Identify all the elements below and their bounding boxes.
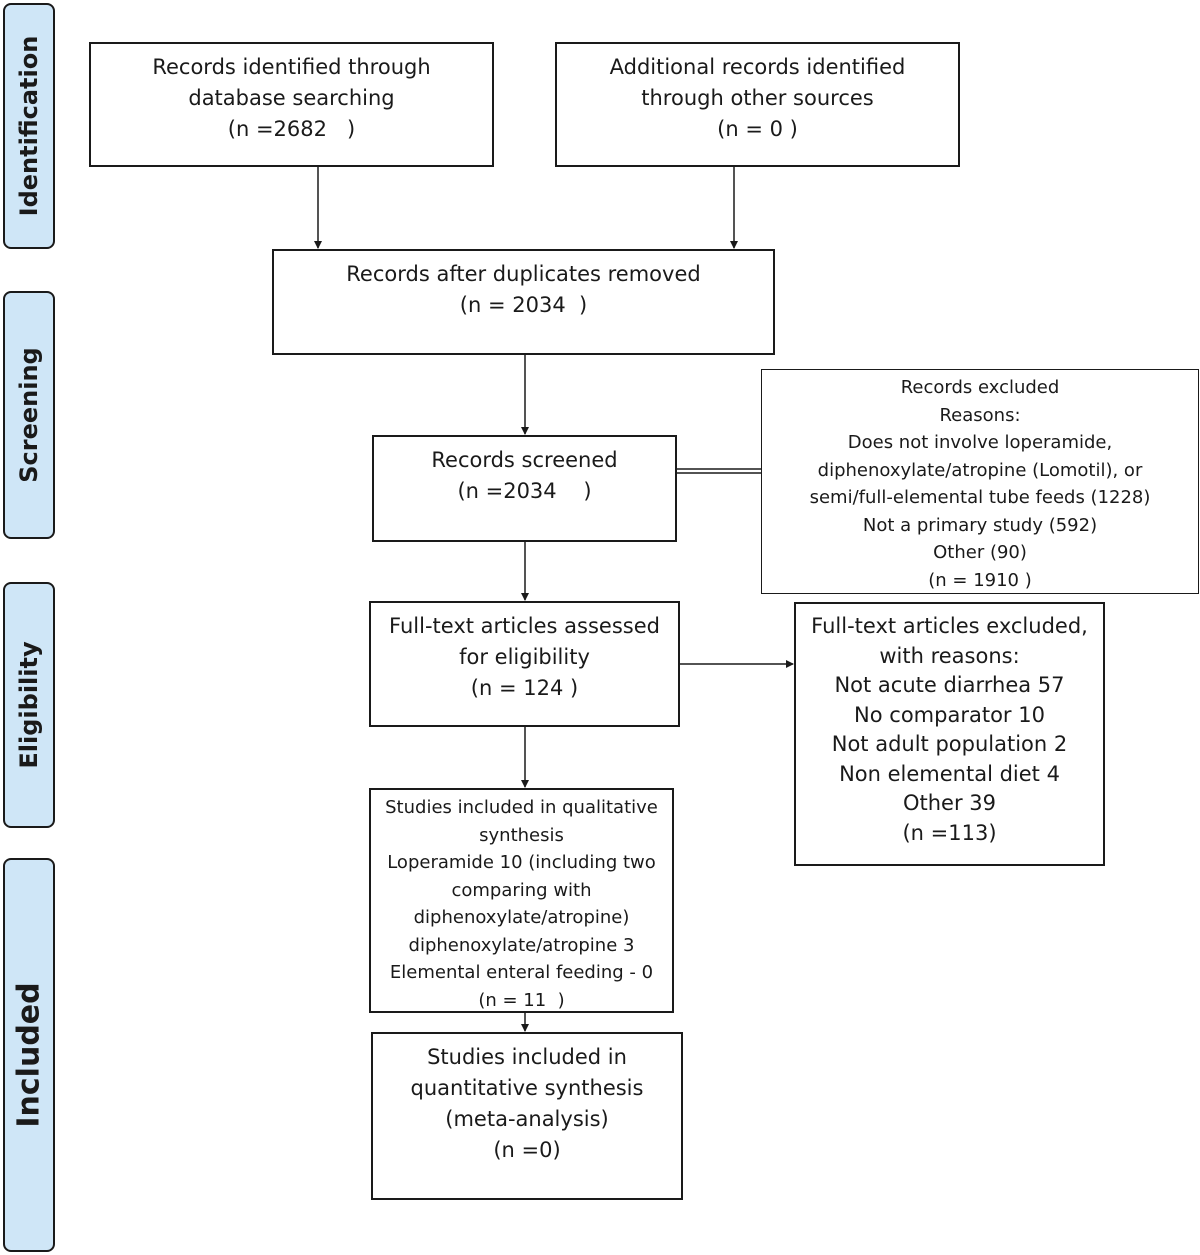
records-excluded-line-4: diphenoxylate/atropine (Lomotil), or xyxy=(817,459,1143,481)
records-excluded-line-5: semi/full-elemental tube feeds (1228) xyxy=(809,487,1151,508)
quantitative-line-3: (meta-analysis) xyxy=(445,1107,609,1131)
qualitative-line-3: Loperamide 10 (including two xyxy=(387,852,656,873)
records-excluded-line-1: Records excluded xyxy=(900,377,1060,398)
duplicates-removed-line-1: Records after duplicates removed xyxy=(346,262,701,286)
records-excluded-line-8: (n = 1910 ) xyxy=(928,569,1032,591)
phase-identification: Identification xyxy=(3,3,55,249)
records-excluded-line-6: Not a primary study (592) xyxy=(862,514,1098,536)
other-sources-line-3: (n = 0 ) xyxy=(717,117,798,141)
qualitative-line-6: diphenoxylate/atropine 3 xyxy=(408,934,635,956)
fulltext-assessed-line-3: (n = 124 ) xyxy=(470,676,579,700)
records-excluded-line-7: Other (90) xyxy=(933,542,1027,563)
fulltext-excluded-line-3: Not acute diarrhea 57 xyxy=(834,673,1065,697)
phase-included: Included xyxy=(3,858,55,1252)
fulltext-excluded-line-7: Other 39 xyxy=(902,791,997,815)
box-records-screened: Records screened (n =2034 ) xyxy=(372,435,677,542)
fulltext-excluded-line-4: No comparator 10 xyxy=(854,702,1045,727)
other-sources-line-2: through other sources xyxy=(641,86,874,110)
box-fulltext-excluded: Full-text articles excluded, with reason… xyxy=(794,602,1105,866)
fulltext-excluded-line-6: Non elemental diet 4 xyxy=(839,761,1060,786)
box-database-search: Records identified through database sear… xyxy=(89,42,494,167)
qualitative-line-5: diphenoxylate/atropine) xyxy=(413,907,630,928)
quantitative-line-1: Studies included in xyxy=(427,1045,627,1069)
box-duplicates-removed: Records after duplicates removed (n = 20… xyxy=(272,249,775,355)
fulltext-excluded-line-1: Full-text articles excluded, xyxy=(811,614,1088,638)
records-screened-line-2: (n =2034 ) xyxy=(457,479,592,503)
box-qualitative-synthesis: Studies included in qualitative synthesi… xyxy=(369,788,674,1013)
fulltext-assessed-line-1: Full-text articles assessed xyxy=(389,614,660,638)
records-excluded-line-2: Reasons: xyxy=(939,404,1021,426)
database-search-line-3: (n =2682 ) xyxy=(227,117,356,141)
quantitative-line-2: quantitative synthesis xyxy=(410,1076,644,1100)
qualitative-line-4: comparing with xyxy=(451,879,592,901)
qualitative-line-7: Elemental enteral feeding - 0 xyxy=(389,962,654,983)
fulltext-assessed-line-2: for eligibility xyxy=(459,645,590,669)
qualitative-line-8: (n = 11 ) xyxy=(478,989,565,1011)
database-search-line-1: Records identified through xyxy=(152,55,431,79)
box-fulltext-assessed: Full-text articles assessed for eligibil… xyxy=(369,601,680,727)
qualitative-line-2: synthesis xyxy=(479,824,564,846)
other-sources-line-1: Additional records identified xyxy=(609,55,906,79)
fulltext-excluded-line-5: Not adult population 2 xyxy=(831,732,1068,756)
quantitative-line-4: (n =0) xyxy=(493,1138,561,1162)
duplicates-removed-line-2: (n = 2034 ) xyxy=(459,293,588,317)
records-excluded-line-3: Does not involve loperamide, xyxy=(847,432,1113,453)
phase-screening: Screening xyxy=(3,291,55,539)
fulltext-excluded-line-8: (n =113) xyxy=(902,820,997,845)
qualitative-line-1: Studies included in qualitative xyxy=(385,797,658,818)
box-other-sources: Additional records identified through ot… xyxy=(555,42,960,167)
fulltext-excluded-line-2: with reasons: xyxy=(879,643,1020,668)
database-search-line-2: database searching xyxy=(188,86,395,110)
box-quantitative-synthesis: Studies included in quantitative synthes… xyxy=(371,1032,683,1200)
box-records-excluded: Records excluded Reasons: Does not invol… xyxy=(761,369,1199,594)
records-screened-line-1: Records screened xyxy=(431,448,618,472)
phase-eligibility: Eligibility xyxy=(3,582,55,828)
